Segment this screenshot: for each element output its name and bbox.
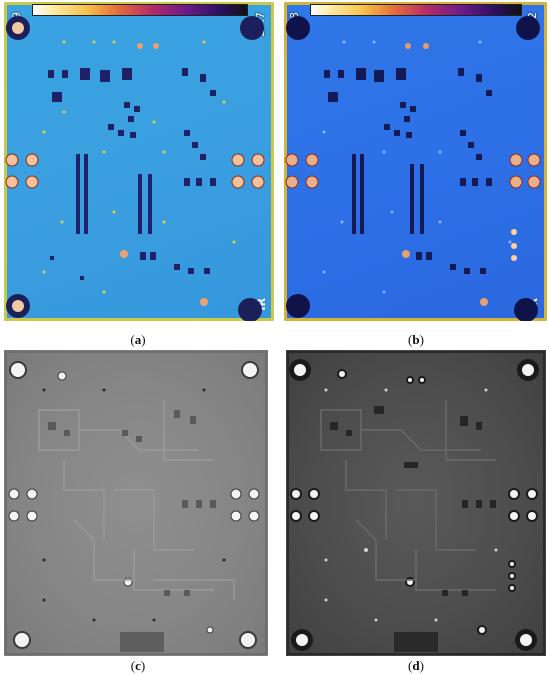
xray-board-features-c <box>5 351 267 655</box>
thermal-board-features-b <box>285 16 541 321</box>
xray-board-features-d <box>287 351 545 655</box>
temperature-colorbar <box>310 4 522 16</box>
caption-d: (d) <box>408 658 424 673</box>
thermal-image-b: 38.8 27.2 IR <box>284 2 547 321</box>
caption-a: (a) <box>130 332 146 347</box>
xray-image-d <box>286 350 546 656</box>
temperature-colorbar <box>32 4 248 16</box>
thermal-board-features-a <box>5 16 265 321</box>
xray-image-c <box>4 350 268 656</box>
thermal-image-a: 39.9 27.7 IR <box>4 2 274 321</box>
caption-c: (c) <box>130 658 146 673</box>
caption-b: (b) <box>408 332 424 347</box>
